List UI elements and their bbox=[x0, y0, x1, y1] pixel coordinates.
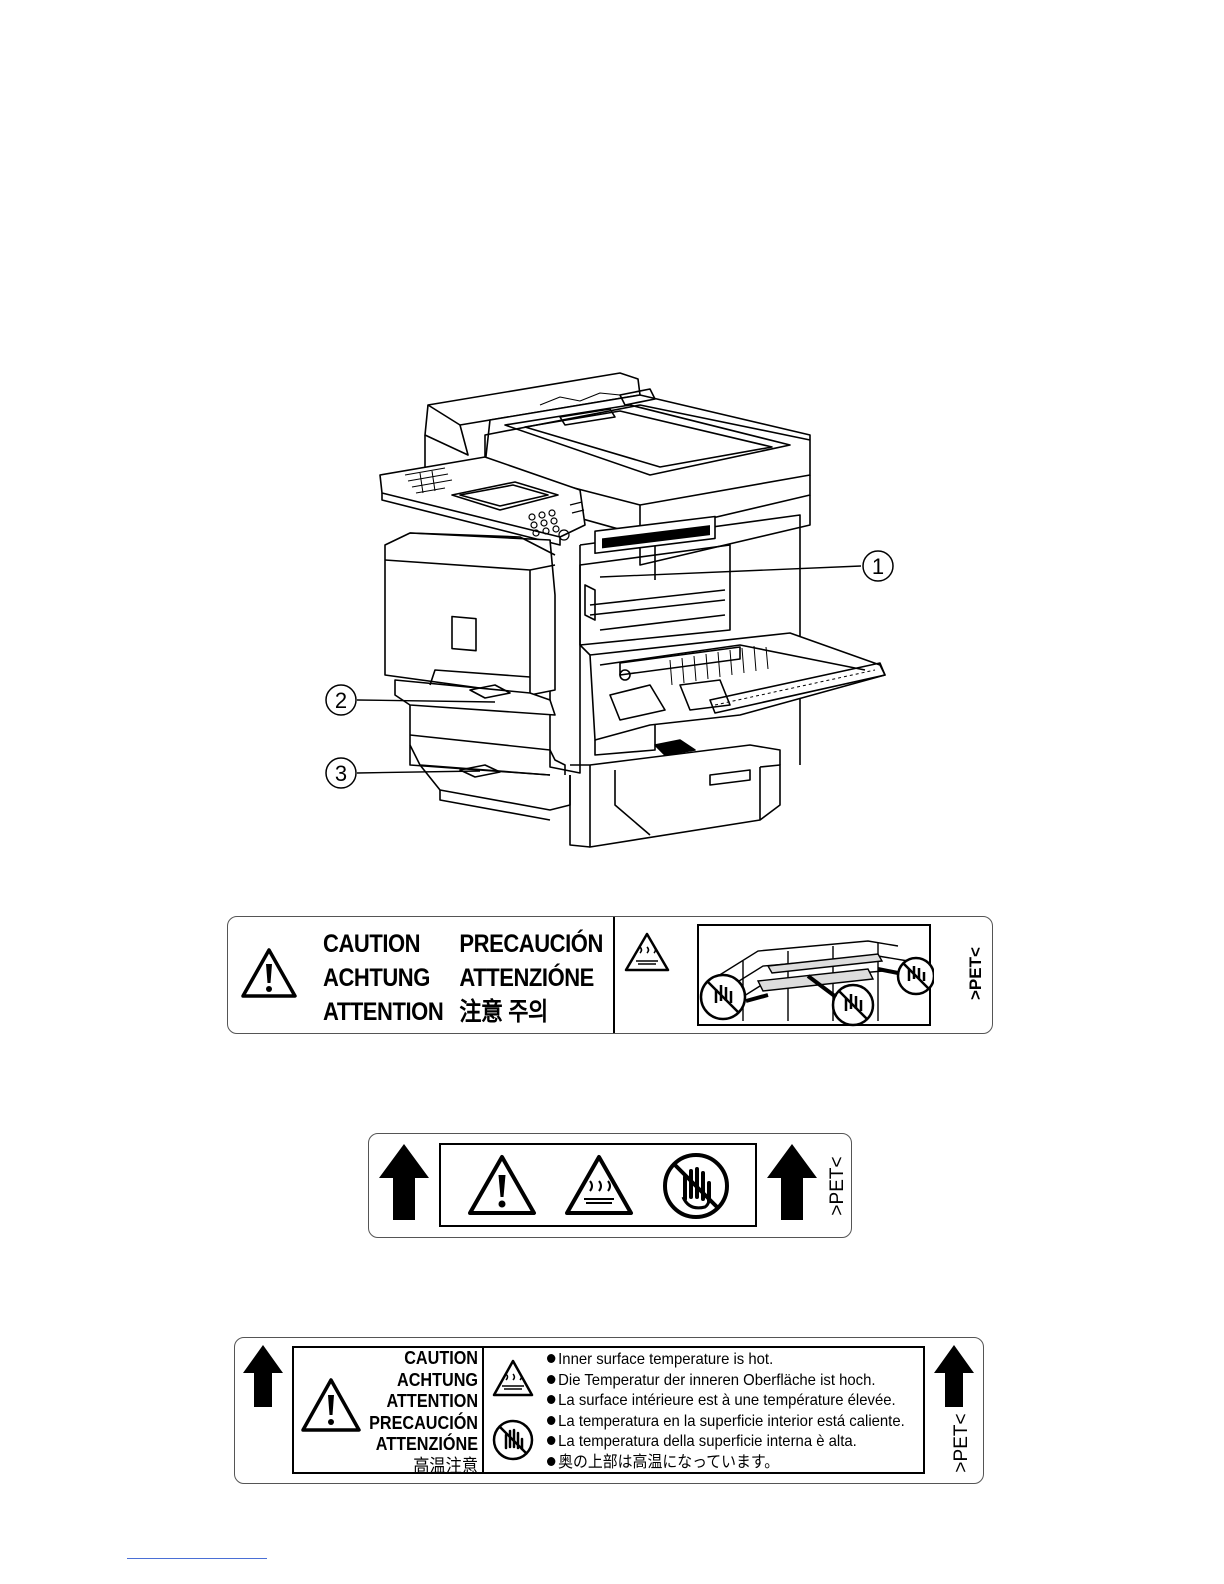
bullet-icon bbox=[547, 1395, 556, 1404]
pet-text: >PET< bbox=[966, 947, 985, 1000]
arrow-up-icon bbox=[767, 1144, 817, 1220]
warning-label-symbols: >PET< bbox=[368, 1133, 852, 1238]
caution-label-fusing-unit: CAUTION PRECAUCIÓN ACHTUNG ATTENZIÓNE ATTE… bbox=[227, 916, 993, 1034]
caution-words: CAUTION PRECAUCIÓN ACHTUNG ATTENZIÓNE ATTE… bbox=[323, 927, 603, 1029]
message-item: Inner surface temperature is hot. bbox=[547, 1350, 905, 1371]
callout-3: 3 bbox=[325, 757, 481, 789]
warning-triangle-icon bbox=[301, 1378, 361, 1432]
message-item: La temperatura en la superficie interior… bbox=[547, 1412, 905, 1433]
bullet-icon bbox=[547, 1354, 556, 1363]
copier-illustration: 1 2 3 bbox=[325, 372, 894, 848]
bullet-icon bbox=[547, 1415, 556, 1425]
caution-words: CAUTION ACHTUNG ATTENTION PRECAUCIÓN ATT… bbox=[369, 1348, 478, 1477]
callout-1: 1 bbox=[599, 550, 894, 582]
caution-word: CAUTION bbox=[404, 1348, 478, 1368]
symbol-box bbox=[439, 1143, 757, 1227]
divider bbox=[482, 1346, 484, 1474]
message-item: La temperatura della superficie interna … bbox=[547, 1432, 905, 1453]
svg-text:2: 2 bbox=[335, 688, 347, 713]
svg-text:3: 3 bbox=[335, 761, 347, 786]
caution-word: ATTENTION bbox=[323, 998, 444, 1026]
pet-text: >PET< bbox=[951, 1413, 972, 1473]
bullet-icon bbox=[547, 1374, 556, 1384]
hot-surface-icon bbox=[565, 1155, 633, 1215]
warning-triangle-icon bbox=[241, 948, 297, 998]
caution-word: ATTENZIÓNE bbox=[459, 964, 594, 992]
warning-messages: Inner surface temperature is hot. Die Te… bbox=[547, 1350, 905, 1473]
caution-word: PRECAUCIÓN bbox=[459, 930, 603, 958]
svg-text:1: 1 bbox=[872, 554, 884, 579]
hot-surface-icon bbox=[492, 1359, 534, 1397]
pet-text: >PET< bbox=[827, 1156, 848, 1216]
caution-word-jp: 高温注意 bbox=[413, 1455, 478, 1476]
warning-triangle-icon bbox=[468, 1155, 536, 1215]
caution-word: ACHTUNG bbox=[323, 964, 430, 992]
arrow-up-icon bbox=[243, 1345, 283, 1407]
arrow-up-icon bbox=[934, 1345, 974, 1407]
bullet-icon bbox=[547, 1436, 556, 1445]
no-touch-icon bbox=[663, 1153, 729, 1219]
caution-word: CAUTION bbox=[323, 930, 421, 958]
caution-word: PRECAUCIÓN bbox=[369, 1412, 478, 1433]
message-item: La surface intérieure est à une températ… bbox=[547, 1391, 905, 1412]
caution-word: 注意 주의 bbox=[459, 998, 548, 1026]
label-box bbox=[292, 1346, 925, 1474]
caution-word: ATTENTION bbox=[386, 1391, 478, 1411]
callout-2: 2 bbox=[325, 684, 496, 716]
message-item: 奥の上部は高温になっています。 bbox=[547, 1453, 905, 1474]
caution-word: ATTENZIÓNE bbox=[375, 1434, 478, 1454]
no-touch-icon bbox=[492, 1419, 534, 1461]
caution-word: ACHTUNG bbox=[397, 1369, 478, 1390]
hot-surface-icon bbox=[624, 932, 670, 972]
caution-label-hot-surface: CAUTION ACHTUNG ATTENTION PRECAUCIÓN ATT… bbox=[234, 1337, 984, 1484]
footer-rule bbox=[127, 1558, 267, 1559]
fusing-unit-diagram-icon bbox=[697, 924, 934, 1027]
divider bbox=[613, 917, 615, 1033]
message-item: Die Temperatur der inneren Oberfläche is… bbox=[547, 1371, 905, 1392]
arrow-up-icon bbox=[379, 1144, 429, 1220]
bullet-icon bbox=[547, 1456, 556, 1466]
